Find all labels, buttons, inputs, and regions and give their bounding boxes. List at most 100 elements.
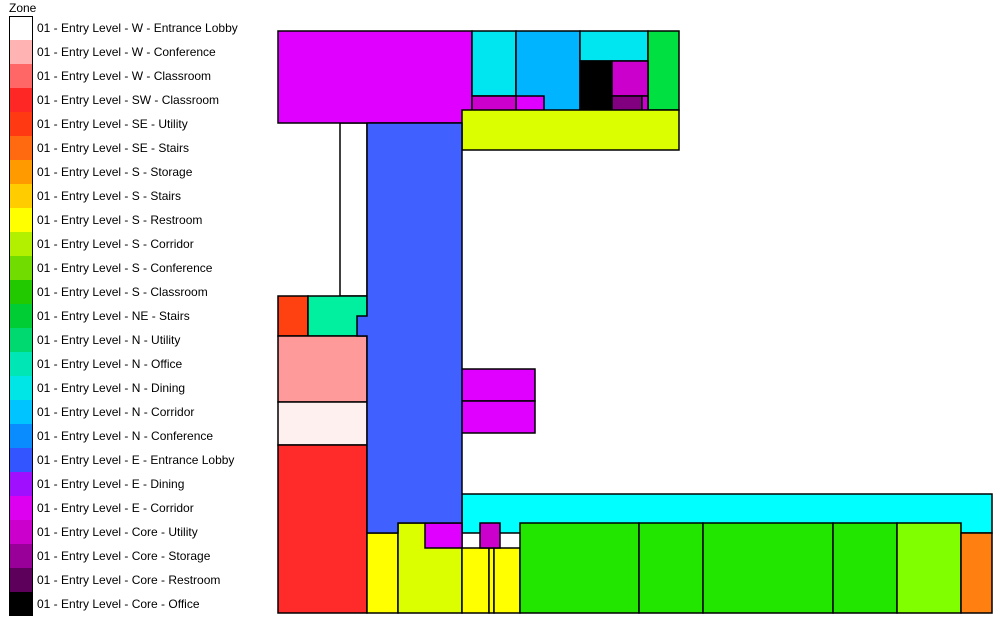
legend-item: 01 - Entry Level - Core - Restroom (9, 568, 269, 592)
legend-item: 01 - Entry Level - W - Entrance Lobby (9, 16, 269, 40)
legend-label: 01 - Entry Level - E - Dining (37, 477, 185, 491)
legend-label: 01 - Entry Level - W - Conference (37, 45, 216, 59)
legend-label: 01 - Entry Level - S - Conference (37, 261, 213, 275)
legend-item: 01 - Entry Level - S - Conference (9, 256, 269, 280)
legend-label: 01 - Entry Level - SE - Stairs (37, 141, 190, 155)
legend-label: 01 - Entry Level - N - Utility (37, 333, 181, 347)
legend-item: 01 - Entry Level - N - Conference (9, 424, 269, 448)
legend-label: 01 - Entry Level - N - Office (37, 357, 183, 371)
legend-swatch (9, 160, 33, 184)
legend-item: 01 - Entry Level - E - Corridor (9, 496, 269, 520)
legend-label: 01 - Entry Level - Core - Office (37, 597, 200, 611)
room-s-restroom-b (461, 547, 490, 614)
legend-item: 01 - Entry Level - S - Stairs (9, 184, 269, 208)
legend-item: 01 - Entry Level - SE - Utility (9, 112, 269, 136)
legend-item: 01 - Entry Level - S - Corridor (9, 232, 269, 256)
room-s-classroom-b (638, 522, 704, 614)
room-s-conference (896, 522, 962, 614)
legend-swatch (9, 280, 33, 304)
legend-label: 01 - Entry Level - Core - Utility (37, 525, 198, 539)
legend-swatch (9, 256, 33, 280)
legend-swatch (9, 112, 33, 136)
legend-item: 01 - Entry Level - N - Office (9, 352, 269, 376)
legend-item: 01 - Entry Level - S - Storage (9, 160, 269, 184)
room-s-restroom-a (366, 532, 399, 614)
room-core-utility-a (611, 60, 649, 97)
legend-item: 01 - Entry Level - S - Classroom (9, 280, 269, 304)
legend-swatch (9, 304, 33, 328)
room-s-classroom-a (519, 522, 640, 614)
legend-swatch (9, 448, 33, 472)
legend-swatch (9, 136, 33, 160)
legend-swatch (9, 64, 33, 88)
legend-swatch (9, 544, 33, 568)
room-n-dining-b (579, 30, 649, 62)
legend-label: 01 - Entry Level - S - Stairs (37, 189, 182, 203)
legend-swatch (9, 376, 33, 400)
room-e-corridor-c (461, 368, 536, 402)
room-e-corridor-d (461, 400, 536, 434)
legend-swatch (9, 88, 33, 112)
legend-swatch (9, 352, 33, 376)
legend-item: 01 - Entry Level - W - Conference (9, 40, 269, 64)
legend-swatch (9, 184, 33, 208)
legend-swatch (9, 496, 33, 520)
legend-label: 01 - Entry Level - Core - Storage (37, 549, 211, 563)
room-w-conference (277, 335, 368, 403)
legend-item: 01 - Entry Level - W - Classroom (9, 64, 269, 88)
legend-label: 01 - Entry Level - SW - Classroom (37, 93, 220, 107)
room-ne-stairs (647, 30, 680, 111)
legend-label: 01 - Entry Level - S - Corridor (37, 237, 194, 251)
legend-title: Zone (9, 1, 37, 15)
legend-item: 01 - Entry Level - Core - Utility (9, 520, 269, 544)
legend-item: 01 - Entry Level - SE - Stairs (9, 136, 269, 160)
legend-label: 01 - Entry Level - Core - Restroom (37, 573, 221, 587)
legend-item: 01 - Entry Level - E - Dining (9, 472, 269, 496)
legend-label: 01 - Entry Level - S - Classroom (37, 285, 208, 299)
legend-swatch (9, 232, 33, 256)
room-s-corridor-north (461, 109, 680, 151)
legend-label: 01 - Entry Level - E - Corridor (37, 501, 194, 515)
room-se-stairs (960, 532, 993, 614)
legend-swatch (9, 16, 33, 40)
legend-label: 01 - Entry Level - S - Storage (37, 165, 193, 179)
room-sw-classroom (277, 444, 368, 614)
legend-item: 01 - Entry Level - N - Corridor (9, 400, 269, 424)
room-w-entrance-lobby (277, 401, 368, 446)
legend-swatch (9, 424, 33, 448)
legend-label: 01 - Entry Level - W - Entrance Lobby (37, 21, 238, 35)
legend-swatch (9, 568, 33, 592)
legend-swatch (9, 472, 33, 496)
room-n-dining-a (471, 30, 517, 97)
legend-label: 01 - Entry Level - N - Dining (37, 381, 186, 395)
legend-item: 01 - Entry Level - NE - Stairs (9, 304, 269, 328)
legend-item: 01 - Entry Level - Core - Storage (9, 544, 269, 568)
room-s-restroom-d (493, 547, 521, 614)
legend-label: 01 - Entry Level - S - Restroom (37, 213, 203, 227)
legend-item: 01 - Entry Level - N - Dining (9, 376, 269, 400)
legend-label: 01 - Entry Level - SE - Utility (37, 117, 188, 131)
legend-swatch (9, 208, 33, 232)
legend-label: 01 - Entry Level - W - Classroom (37, 69, 212, 83)
legend-label: 01 - Entry Level - N - Conference (37, 429, 214, 443)
room-e-corridor-north (277, 30, 473, 124)
room-e-entrance-lobby-shape (356, 122, 463, 534)
legend-swatch (9, 520, 33, 544)
legend-swatch (9, 40, 33, 64)
legend-label: 01 - Entry Level - N - Corridor (37, 405, 195, 419)
legend-item: 01 - Entry Level - Core - Office (9, 592, 269, 616)
room-s-classroom-c (702, 522, 834, 614)
legend-label: 01 - Entry Level - NE - Stairs (37, 309, 190, 323)
room-s-classroom-d (832, 522, 898, 614)
room-se-utility (277, 295, 309, 337)
legend-item: 01 - Entry Level - N - Utility (9, 328, 269, 352)
room-e-corridor-e (424, 522, 463, 549)
legend-swatch (9, 400, 33, 424)
legend-label: 01 - Entry Level - E - Entrance Lobby (37, 453, 235, 467)
legend-swatch (9, 592, 33, 616)
legend-item: 01 - Entry Level - E - Entrance Lobby (9, 448, 269, 472)
room-core-utility-d (479, 522, 501, 549)
walkway-outline (339, 122, 368, 297)
